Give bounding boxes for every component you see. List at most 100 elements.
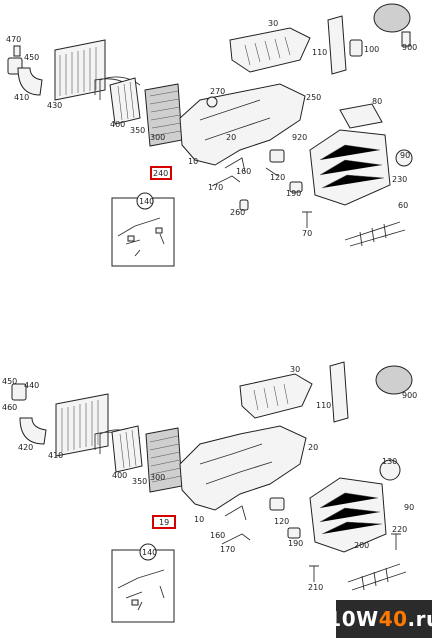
callout-60: 60 [398,201,408,210]
callout-140-b: 140 [142,548,157,557]
callout-110: 110 [312,48,327,57]
callout-470: 470 [6,35,21,44]
part-30-module-b [239,373,313,419]
diagram-panel-top: 470 450 410 430 400 350 300 270 260 240 … [0,0,432,300]
callout-400-b: 400 [112,471,127,480]
callout-90: 90 [400,151,410,160]
inset-140 [111,192,175,267]
part-110-duct-b [329,361,349,423]
callout-300: 300 [150,133,165,142]
part-housing-main-b [179,425,307,511]
callout-130: 130 [382,457,397,466]
callout-120-b: 120 [274,517,289,526]
part-160-actuator-b [224,505,247,521]
highlight-box-19 [152,515,176,529]
part-460-bracket [11,383,27,401]
callout-410: 410 [14,93,29,102]
callout-210: 210 [308,583,323,592]
callout-70: 70 [302,229,312,238]
part-220-bolt [391,533,401,550]
callout-20-b: 20 [308,443,318,452]
part-420-hose [19,417,47,445]
callout-120: 120 [270,173,285,182]
part-80-frame [339,103,383,129]
callout-100: 100 [364,45,379,54]
callout-450: 450 [24,53,39,62]
callout-300-b: 300 [150,473,165,482]
callout-190-b: 190 [288,539,303,548]
part-260-clip [239,199,249,211]
callout-20: 20 [226,133,236,142]
part-900-blower [373,3,411,47]
watermark-part3: .ru [407,607,432,631]
part-harness-b [347,563,407,591]
callout-30: 30 [268,19,278,28]
callout-160: 160 [236,167,251,176]
part-410-hose [17,67,43,96]
callout-460: 460 [2,403,17,412]
callout-10-b: 10 [194,515,204,524]
callout-160-b: 160 [210,531,225,540]
callout-440: 440 [24,381,39,390]
callout-430: 430 [47,101,62,110]
callout-30-b: 30 [290,365,300,374]
part-270-ring [206,96,218,108]
callout-80: 80 [372,97,382,106]
highlight-box-240 [150,166,172,180]
callout-10: 10 [188,157,198,166]
part-100-motor [349,39,363,57]
part-120-servo-b [269,497,285,511]
part-distribution-box-b [309,477,387,553]
part-160-actuator [224,157,246,173]
part-430-evaporator [54,39,106,101]
callout-240: 240 [153,169,168,178]
callout-190: 190 [286,189,301,198]
part-housing-main [179,83,306,166]
callout-260: 260 [230,208,245,217]
callout-170-b: 170 [220,545,235,554]
callout-420: 420 [18,443,33,452]
diagram-panel-bottom: 450 440 460 420 410 400 350 300 30 110 9… [0,338,432,638]
callout-920: 920 [292,133,307,142]
part-130-ring [379,459,401,481]
callout-410-b: 410 [48,451,63,460]
callout-170: 170 [208,183,223,192]
parts-diagram-bottom: 450 440 460 420 410 400 350 300 30 110 9… [2,361,417,623]
watermark-part2: 40 [378,607,408,631]
callout-900: 900 [402,43,417,52]
part-190-servo [289,181,303,193]
inset-140-b [111,543,175,623]
part-60-harness [344,221,406,247]
part-400-core [109,77,141,125]
callout-250: 250 [306,93,321,102]
callout-270: 270 [210,87,225,96]
part-distribution-box [309,129,391,206]
part-110-duct [327,15,347,75]
part-170-lever-b [221,533,251,545]
part-190-servo-b [287,527,301,539]
part-120-servo [265,149,285,177]
part-210-bolt [309,565,319,582]
callout-110-b: 110 [316,401,331,410]
callout-90-b: 90 [404,503,414,512]
callout-350: 350 [130,126,145,135]
part-350-heater-b [145,427,183,493]
part-400-core-b [111,425,143,473]
part-70-bolt [302,211,312,228]
callout-400: 400 [110,120,125,129]
watermark-part1: 10W [327,607,379,631]
parts-diagram-top: 470 450 410 430 400 350 300 270 260 240 … [6,3,417,267]
callout-900-b: 900 [402,391,417,400]
part-170-lever [211,175,241,187]
callout-200: 200 [354,541,369,550]
callout-450-b: 450 [2,377,17,386]
part-900-blower-b [375,365,413,395]
callout-220: 220 [392,525,407,534]
callout-19: 19 [159,518,169,527]
part-30-module [229,27,311,73]
callout-230: 230 [392,175,407,184]
callout-350-b: 350 [132,477,147,486]
callout-140-top: 140 [139,197,154,206]
part-90-ring [395,149,413,167]
